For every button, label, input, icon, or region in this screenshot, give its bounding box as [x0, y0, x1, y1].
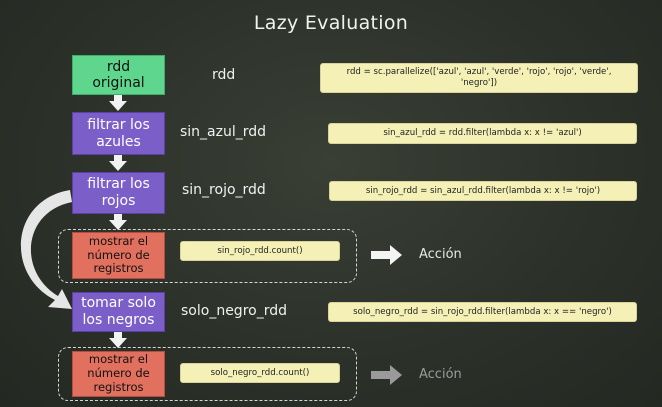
box-label-line: mostrar el	[88, 233, 149, 248]
code-rdd: rdd = sc.parallelize(['azul', 'azul', 'v…	[320, 63, 638, 93]
code-sin-rojo: sin_rojo_rdd = sin_azul_rdd.filter(lambd…	[329, 181, 637, 201]
arrow-down-icon	[109, 155, 127, 171]
box-label-line: filtrar los	[87, 176, 150, 193]
box-label-line: mostrar el	[88, 352, 149, 367]
var-name-rdd: rdd	[212, 67, 236, 83]
var-name-solo-negro: solo_negro_rdd	[181, 303, 287, 319]
code-sin-azul: sin_azul_rdd = rdd.filter(lambda x: x !=…	[328, 123, 637, 144]
code-count-2: solo_negro_rdd.count()	[180, 363, 340, 383]
box-label-line: rojos	[101, 193, 136, 209]
arrow-right-icon	[371, 245, 402, 265]
arrow-down-icon	[109, 214, 127, 230]
box-label-line: registros	[93, 261, 144, 276]
box-label-line: original	[92, 75, 145, 91]
diagram-title: Lazy Evaluation	[253, 12, 409, 34]
box-label-line: registros	[93, 379, 144, 394]
action-label-2: Acción	[419, 367, 462, 382]
box-label-line: los negros	[82, 312, 155, 328]
arrow-down-icon	[109, 332, 127, 348]
arrow-right-icon	[371, 365, 402, 385]
code-count-1: sin_rojo_rdd.count()	[180, 241, 340, 261]
action-group-1	[58, 229, 357, 283]
var-name-sin-rojo: sin_rojo_rdd	[182, 182, 266, 198]
box-label-line: filtrar los	[87, 116, 150, 133]
box-label-line: azules	[96, 133, 141, 150]
box-label-line: número de	[87, 366, 150, 381]
code-solo-negro: solo_negro_rdd = sin_rojo_rdd.filter(lam…	[328, 302, 637, 322]
box-label-line: número de	[87, 247, 150, 262]
curved-arrow-icon	[20, 190, 72, 309]
action-label-1: Acción	[419, 247, 462, 262]
var-name-sin-azul: sin_azul_rdd	[180, 124, 267, 140]
box-label-line: rdd	[106, 58, 131, 75]
arrow-down-icon	[109, 95, 127, 111]
code-line: 'negro'])	[460, 78, 498, 88]
code-line: rdd = sc.parallelize(['azul', 'azul', 'v…	[346, 67, 612, 78]
action-group-2	[58, 347, 357, 401]
box-label-line: tomar solo	[81, 295, 156, 312]
